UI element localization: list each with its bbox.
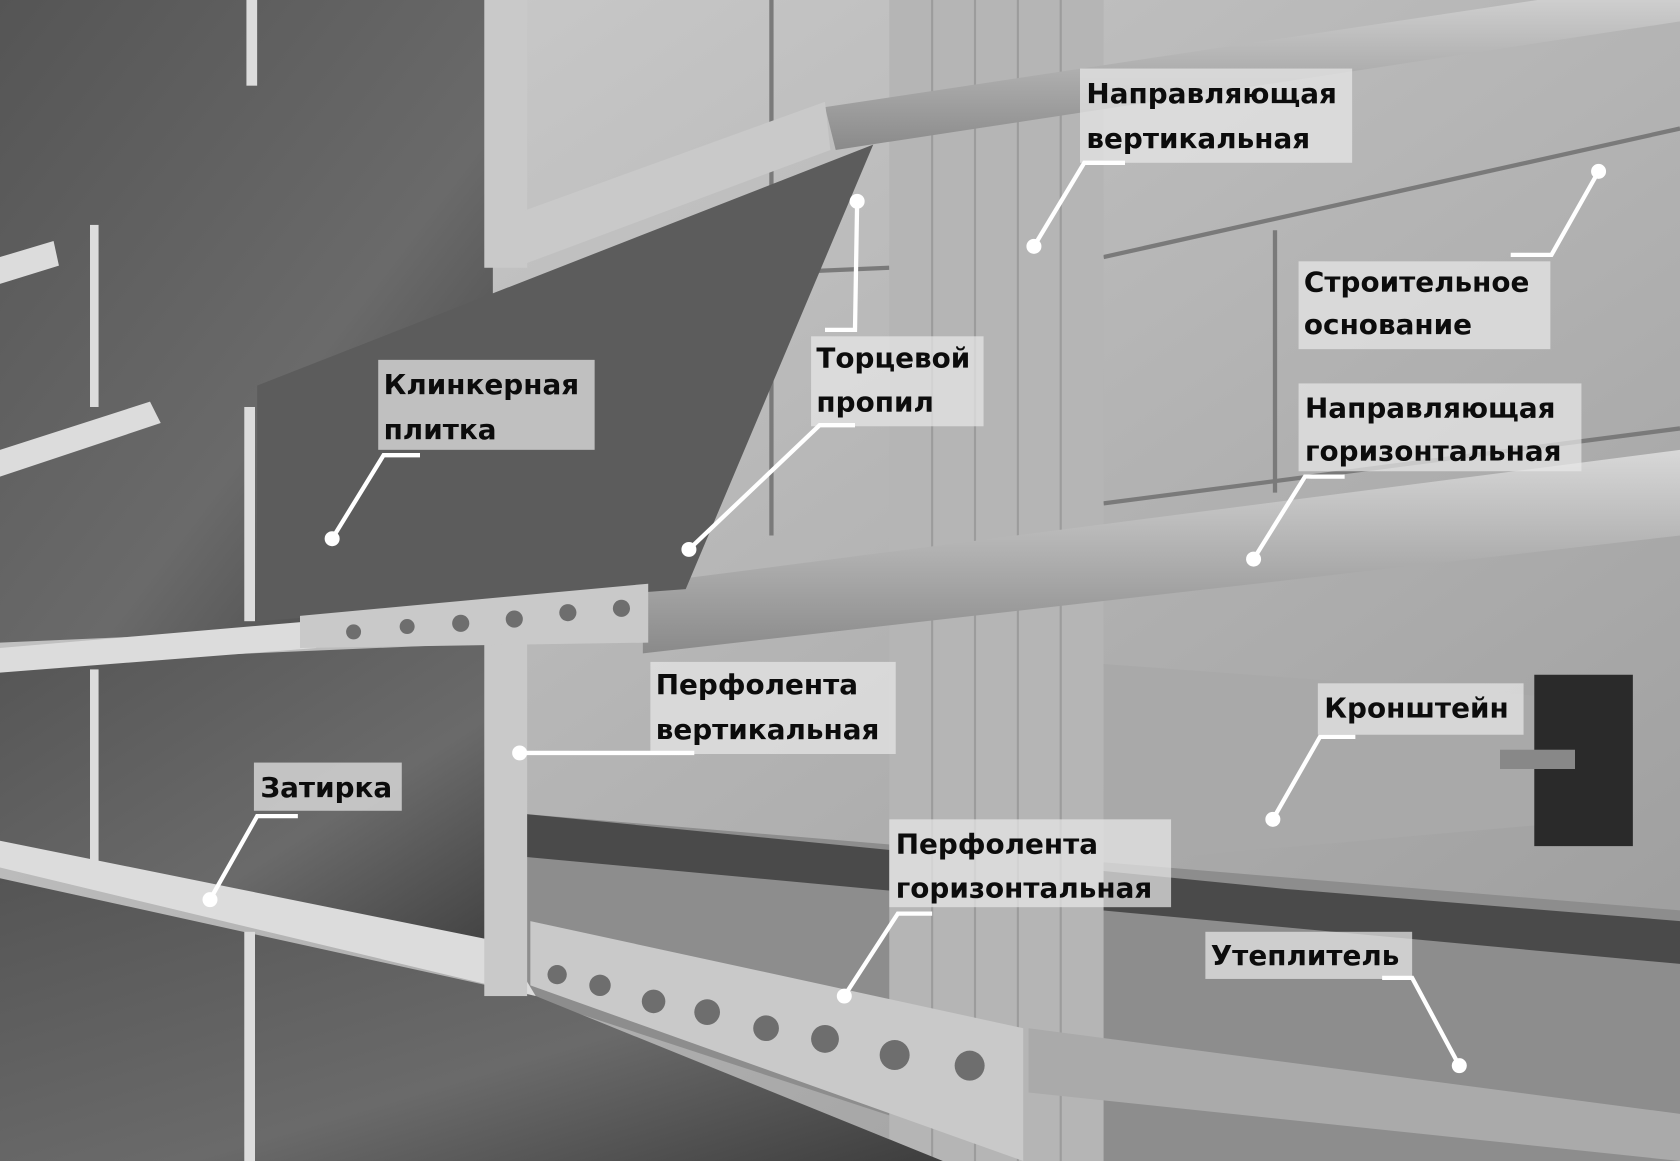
label-guide-vertical: Направляющая вертикальная [1026, 68, 1353, 254]
svg-text:основание: основание [1304, 308, 1472, 341]
svg-text:горизонтальная: горизонтальная [1305, 435, 1562, 468]
svg-text:Затирка: Затирка [260, 771, 392, 804]
svg-text:горизонтальная: горизонтальная [896, 872, 1153, 905]
label-guide-horizontal: Направляющая горизонтальная [1246, 383, 1582, 567]
label-bracket: Кронштейн [1265, 683, 1524, 827]
perforated-tapes [300, 0, 1024, 1161]
svg-text:пропил: пропил [816, 385, 933, 418]
label-clinker-tile: Клинкерная плитка [324, 359, 595, 547]
svg-text:Кронштейн: Кронштейн [1324, 692, 1508, 725]
label-end-cut: Торцевой пропил [681, 193, 984, 557]
label-building-base: Строительное основание [1298, 163, 1607, 350]
svg-text:Направляющая: Направляющая [1305, 392, 1556, 425]
label-perf-horizontal: Перфолента горизонтальная [836, 819, 1172, 1004]
svg-text:Направляющая: Направляющая [1086, 77, 1337, 110]
svg-text:вертикальная: вертикальная [656, 713, 880, 746]
horizontal-guide-rail [642, 449, 1680, 654]
svg-text:Перфолента: Перфолента [656, 668, 858, 701]
label-insulation: Утеплитель [1205, 931, 1467, 1074]
label-grout: Затирка [202, 762, 402, 908]
label-perf-vertical: Перфолента вертикальная [512, 661, 896, 761]
svg-text:Клинкерная: Клинкерная [384, 368, 580, 401]
svg-text:вертикальная: вертикальная [1086, 122, 1310, 155]
grout-joints [0, 0, 536, 1161]
svg-text:Торцевой: Торцевой [816, 341, 970, 374]
svg-text:Строительное: Строительное [1304, 265, 1529, 298]
svg-text:Перфолента: Перфолента [896, 828, 1098, 861]
svg-text:плитка: плитка [384, 413, 497, 446]
svg-text:Утеплитель: Утеплитель [1211, 939, 1400, 972]
